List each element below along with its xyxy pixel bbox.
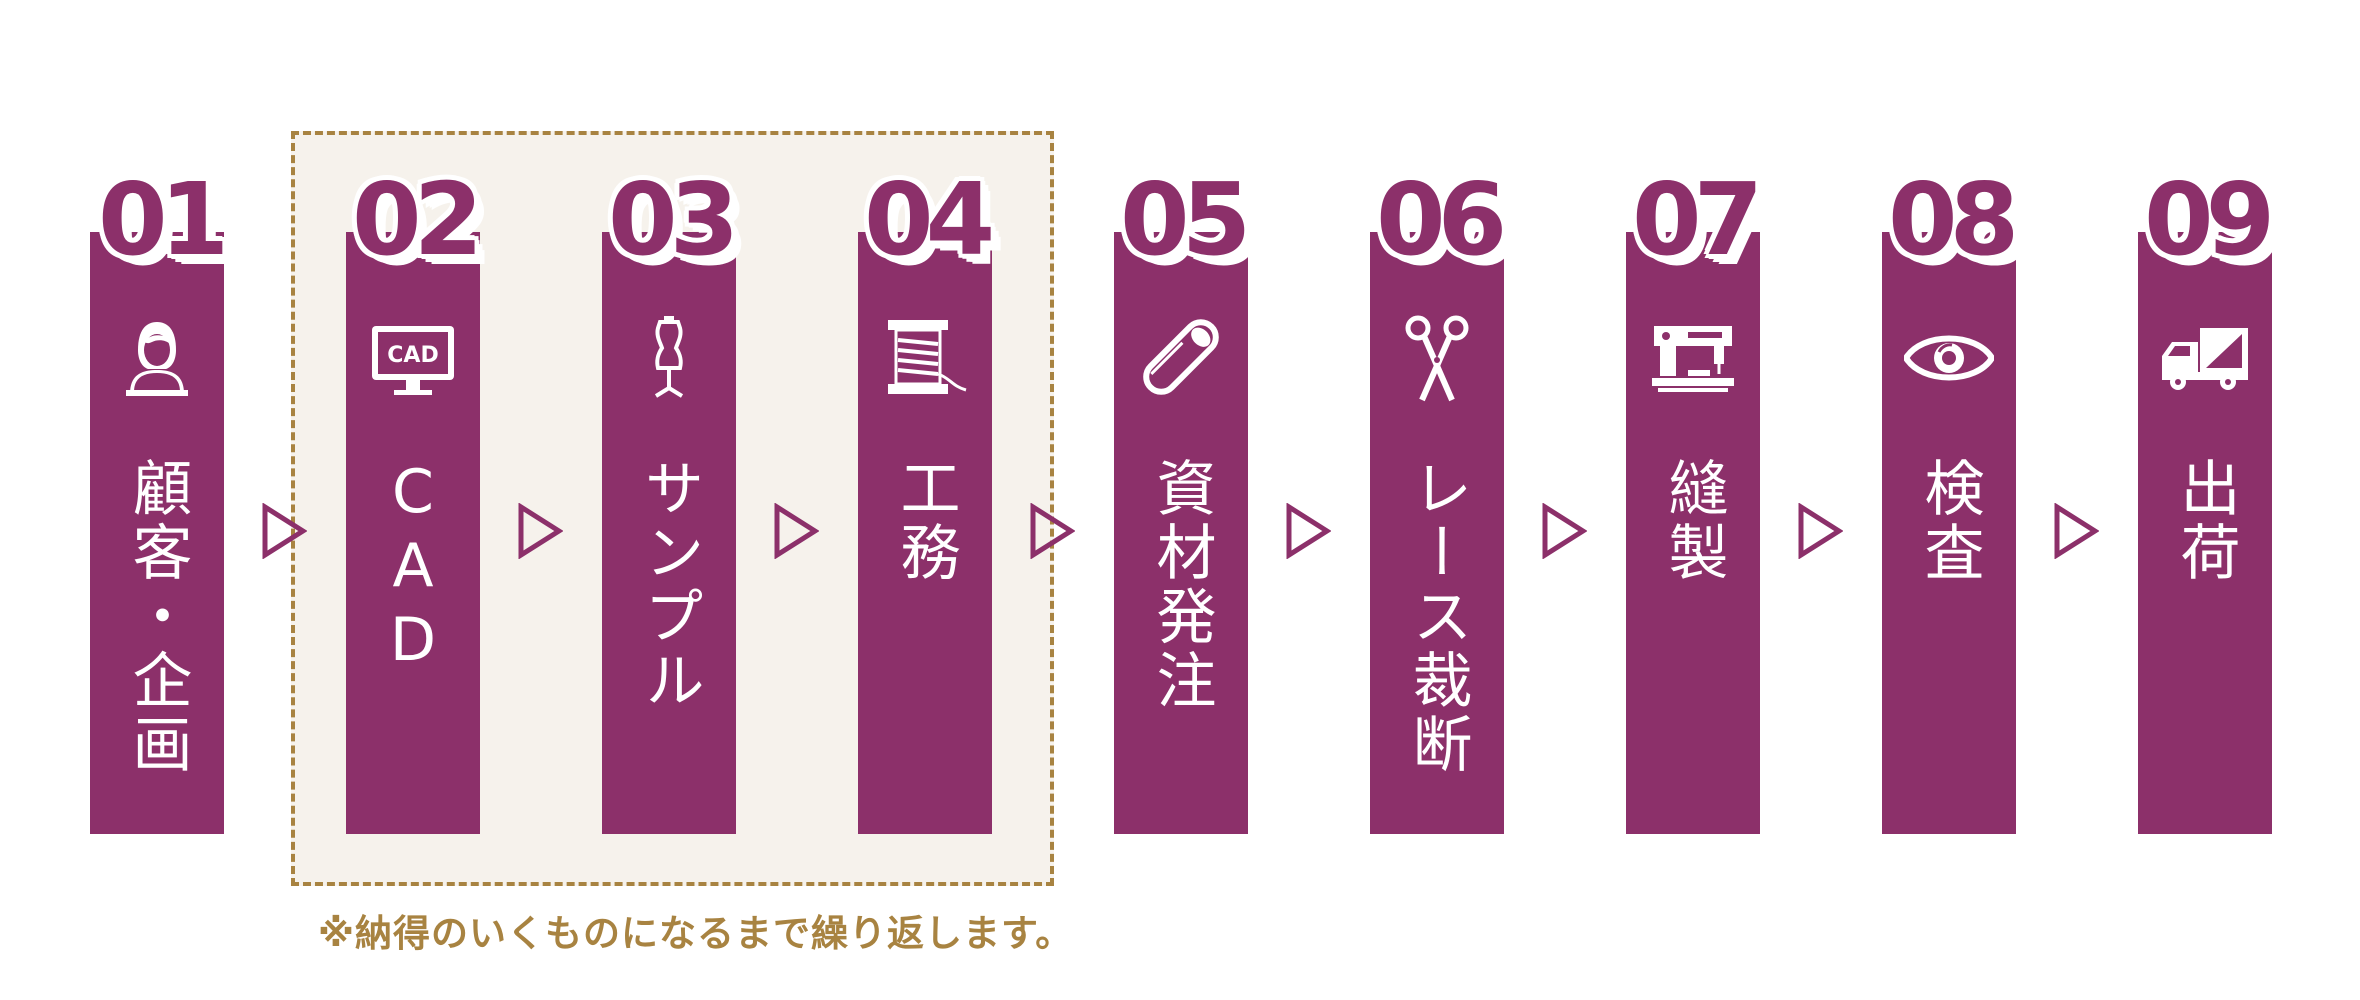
step-number: 09 — [2144, 161, 2275, 278]
step-05: 資材発注 — [1114, 232, 1248, 834]
step-08: 検査 — [1882, 232, 2016, 834]
step-number: 04 — [864, 161, 995, 278]
flow-arrow-icon — [1541, 503, 1587, 559]
flow-arrow-icon — [1285, 503, 1331, 559]
step-label: 顧客・企画 — [122, 457, 192, 777]
flow-arrow-icon — [773, 503, 819, 559]
flow-arrow-icon — [1029, 503, 1075, 559]
step-label: 出荷 — [2170, 457, 2240, 585]
flow-arrow-icon — [1797, 503, 1843, 559]
step-number: 07 — [1632, 161, 1763, 278]
eye-icon — [1904, 312, 1994, 402]
step-02: CAD CAD — [346, 232, 480, 834]
step-number: 06 — [1376, 161, 1507, 278]
scissors-icon — [1392, 312, 1482, 402]
sewing-machine-icon — [1648, 312, 1738, 402]
step-label: CAD — [378, 457, 448, 679]
step-label: サンプル — [634, 457, 704, 713]
iteration-note: ※納得のいくものになるまで繰り返します。 — [318, 912, 1074, 955]
step-number: 02 — [352, 161, 483, 278]
thread-spool-icon — [880, 312, 970, 402]
step-label: 資材発注 — [1146, 457, 1216, 713]
fabric-roll-icon — [1136, 312, 1226, 402]
step-number: 08 — [1888, 161, 2019, 278]
flow-arrow-icon — [2053, 503, 2099, 559]
step-number: 01 — [98, 161, 229, 278]
step-label: 検査 — [1914, 457, 1984, 585]
step-number: 05 — [1120, 161, 1251, 278]
step-01: 顧客・企画 — [90, 232, 224, 834]
step-09: 出荷 — [2138, 232, 2272, 834]
cad-monitor-icon: CAD — [368, 312, 458, 402]
flow-arrow-icon — [261, 503, 307, 559]
step-label: レース裁断 — [1402, 457, 1472, 777]
dress-form-icon — [624, 312, 714, 402]
step-04: 工務 — [858, 232, 992, 834]
step-03: サンプル — [602, 232, 736, 834]
flow-arrow-icon — [517, 503, 563, 559]
step-label: 工務 — [890, 457, 960, 585]
step-06: レース裁断 — [1370, 232, 1504, 834]
cad-icon-text: CAD — [387, 343, 438, 368]
step-label: 縫製 — [1658, 457, 1728, 585]
step-07: 縫製 — [1626, 232, 1760, 834]
step-number: 03 — [608, 161, 739, 278]
customer-icon — [112, 312, 202, 402]
truck-icon — [2160, 312, 2250, 402]
